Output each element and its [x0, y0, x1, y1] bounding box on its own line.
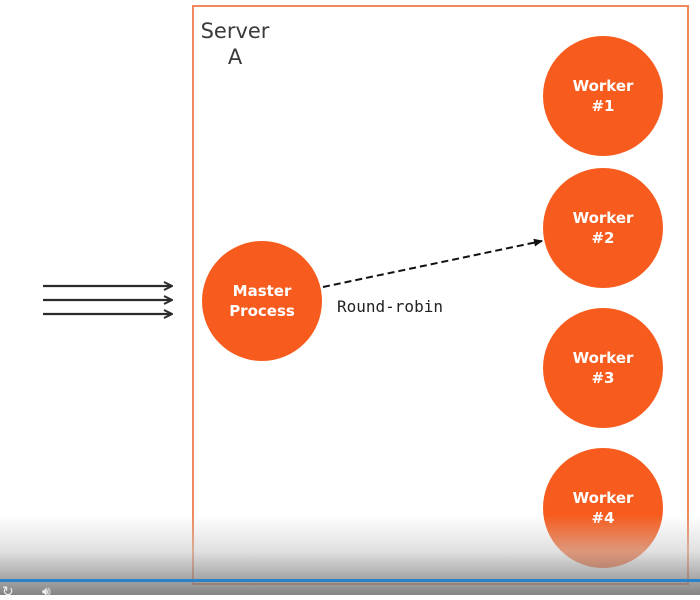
- worker-label-line2: #3: [591, 369, 615, 387]
- volume-icon[interactable]: 🔊︎: [42, 584, 51, 600]
- worker-node-2: Worker #2: [543, 168, 663, 288]
- server-title-line2: A: [227, 45, 243, 69]
- worker-label-line1: Worker: [572, 209, 634, 227]
- worker-label-line2: #2: [591, 229, 615, 247]
- worker-node-3: Worker #3: [543, 308, 663, 428]
- replay-icon[interactable]: ↻: [2, 584, 14, 600]
- worker-node-1: Worker #1: [543, 36, 663, 156]
- server-title: Server A: [200, 18, 270, 70]
- worker-node-4: Worker #4: [543, 448, 663, 568]
- video-player-controls: ↻ 🔊︎: [0, 579, 700, 599]
- progress-bar[interactable]: [0, 579, 700, 582]
- server-title-line1: Server: [200, 19, 270, 43]
- master-label-line2: Process: [229, 302, 295, 320]
- worker-label-line1: Worker: [572, 349, 634, 367]
- worker-label-line2: #4: [591, 509, 615, 527]
- round-robin-label: Round-robin: [337, 297, 443, 316]
- worker-label-line1: Worker: [572, 77, 634, 95]
- master-process-node: Master Process: [202, 241, 322, 361]
- master-label-line1: Master: [232, 282, 292, 300]
- worker-label-line2: #1: [591, 97, 615, 115]
- worker-label-line1: Worker: [572, 489, 634, 507]
